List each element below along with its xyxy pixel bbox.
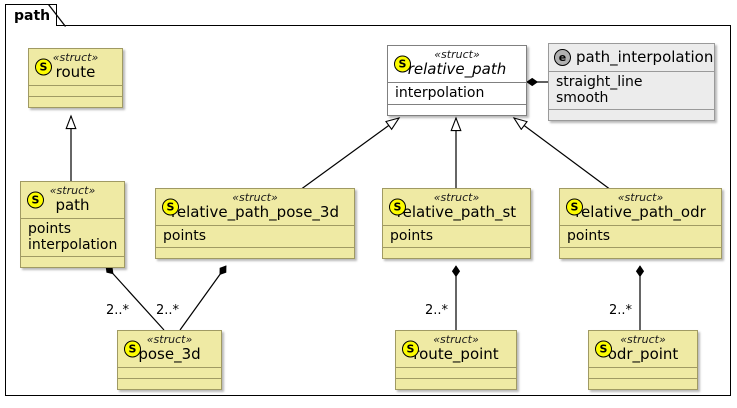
class-name: relative_path_odr — [575, 203, 706, 221]
class-attribute: points — [28, 221, 71, 237]
struct-badge-icon: S — [389, 198, 406, 216]
package-tab-label: path — [5, 4, 58, 26]
class-node-path[interactable]: S «struct» path points interpolation — [20, 181, 125, 268]
class-stereotype: «struct» — [52, 51, 99, 64]
class-attributes-section: points — [383, 225, 530, 247]
struct-badge-icon: S — [35, 58, 52, 76]
class-attribute: points — [390, 228, 433, 244]
class-attributes-section: interpolation — [388, 82, 526, 104]
class-attributes-section — [589, 367, 697, 378]
class-header-relative-path-pose-3d: S «struct» relative_path_pose_3d — [156, 189, 354, 225]
multiplicity-label-odr-odrpoint: 2..* — [609, 303, 633, 318]
class-attributes-section — [396, 367, 516, 378]
class-name: relative_path_pose_3d — [171, 203, 339, 221]
class-stereotype: «struct» — [617, 191, 664, 204]
struct-badge-icon: S — [162, 198, 179, 216]
class-stereotype: «struct» — [433, 191, 480, 204]
class-header-path-interpolation: e path_interpolation — [549, 44, 714, 71]
class-node-relative-path-st[interactable]: S «struct» relative_path_st points — [382, 188, 531, 259]
struct-badge-icon: S — [595, 340, 612, 358]
class-stereotype: «struct» — [146, 333, 193, 346]
class-stereotype: «struct» — [232, 191, 278, 204]
class-attributes-section: points — [560, 225, 721, 247]
struct-badge-icon: S — [27, 191, 44, 209]
class-node-odr-point[interactable]: S «struct» odr_point — [588, 330, 698, 390]
class-header-odr-point: S «struct» odr_point — [589, 331, 697, 367]
struct-badge-icon: S — [566, 198, 583, 216]
class-attributes-section: points — [156, 225, 354, 247]
class-attributes-section: points interpolation — [21, 218, 124, 256]
class-operations-section — [589, 378, 697, 389]
multiplicity-label-path-pose3d: 2..* — [106, 303, 130, 318]
class-attributes-section — [29, 85, 122, 96]
class-header-relative-path-st: S «struct» relative_path_st — [383, 189, 530, 225]
class-stereotype: «struct» — [433, 333, 479, 346]
enum-value: smooth — [556, 90, 609, 106]
class-operations-section — [383, 247, 530, 258]
class-node-route-point[interactable]: S «struct» route_point — [395, 330, 517, 390]
class-stereotype: «struct» — [434, 48, 480, 61]
enum-operations-section — [549, 109, 714, 120]
class-name: path_interpolation — [576, 48, 714, 66]
class-stereotype: «struct» — [49, 184, 96, 197]
class-node-relative-path-pose-3d[interactable]: S «struct» relative_path_pose_3d points — [155, 188, 355, 259]
class-operations-section — [560, 247, 721, 258]
class-operations-section — [118, 378, 221, 389]
class-name: relative_path — [407, 60, 507, 78]
class-attribute: interpolation — [395, 85, 485, 101]
class-name: route_point — [413, 345, 499, 363]
class-name: route — [55, 63, 96, 81]
class-name: odr_point — [607, 345, 679, 363]
class-operations-section — [156, 247, 354, 258]
class-node-pose-3d[interactable]: S «struct» pose_3d — [117, 330, 222, 390]
enum-badge-icon: e — [554, 49, 571, 66]
class-header-pose-3d: S «struct» pose_3d — [118, 331, 221, 367]
multiplicity-label-rpp3d-pose3d: 2..* — [156, 303, 180, 318]
class-name: relative_path_st — [396, 203, 517, 221]
class-attribute: points — [567, 228, 610, 244]
class-operations-section — [388, 104, 526, 115]
class-stereotype: «struct» — [620, 333, 666, 346]
enum-values-section: straight_line smooth — [549, 71, 714, 109]
class-header-path: S «struct» path — [21, 182, 124, 218]
class-operations-section — [396, 378, 516, 389]
class-header-route-point: S «struct» route_point — [396, 331, 516, 367]
class-operations-section — [29, 96, 122, 107]
class-name: path — [55, 196, 90, 214]
class-header-relative-path-odr: S «struct» relative_path_odr — [560, 189, 721, 225]
class-node-relative-path[interactable]: S «struct» relative_path interpolation — [387, 45, 527, 116]
struct-badge-icon: S — [402, 340, 419, 358]
struct-badge-icon: S — [124, 340, 141, 358]
multiplicity-label-st-routepoint: 2..* — [425, 303, 449, 318]
class-attribute: points — [163, 228, 206, 244]
struct-badge-icon: S — [394, 55, 411, 73]
class-operations-section — [21, 256, 124, 267]
class-attributes-section — [118, 367, 221, 378]
class-node-relative-path-odr[interactable]: S «struct» relative_path_odr points — [559, 188, 722, 259]
class-name: pose_3d — [138, 345, 201, 363]
class-header-route: S «struct» route — [29, 49, 122, 85]
class-node-path-interpolation[interactable]: e path_interpolation straight_line smoot… — [548, 43, 715, 121]
class-header-relative-path: S «struct» relative_path — [388, 46, 526, 82]
class-attribute: interpolation — [28, 237, 118, 253]
class-node-route[interactable]: S «struct» route — [28, 48, 123, 108]
enum-value: straight_line — [556, 74, 643, 90]
